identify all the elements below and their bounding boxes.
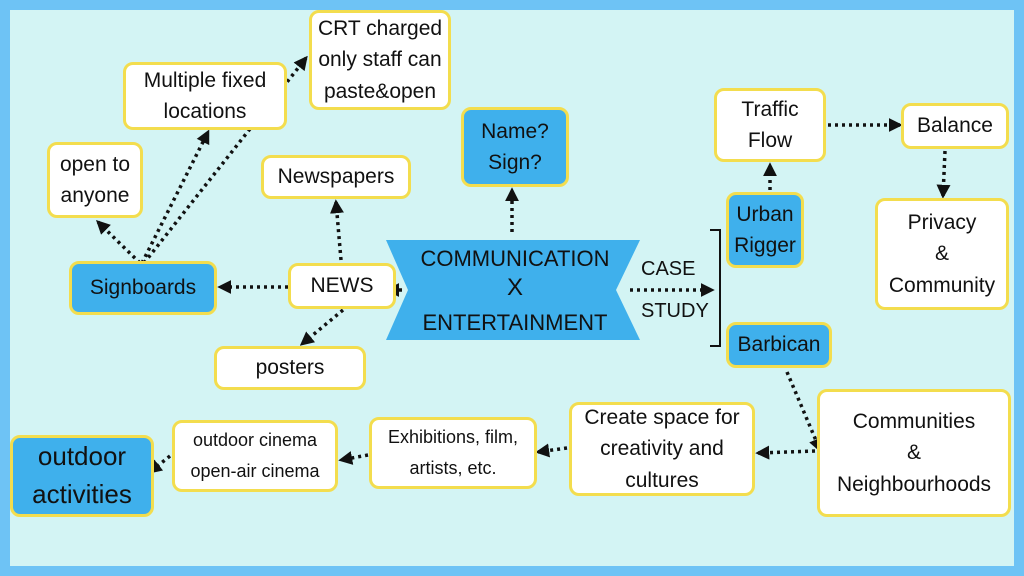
node-text-line: Rigger bbox=[734, 234, 796, 257]
node-text-line: Exhibitions, film, bbox=[387, 426, 519, 447]
node-text-line: Traffic bbox=[741, 97, 799, 121]
node-text-line: Privacy bbox=[907, 210, 977, 234]
node-crt-charged: CRT charged only staff can paste&open bbox=[309, 10, 451, 110]
node-text-line: Flow bbox=[747, 129, 793, 152]
arrow-exhibitions-to-cinema bbox=[338, 451, 369, 465]
node-text-line: Neighbourhoods bbox=[836, 472, 992, 496]
node-text-line: artists, etc. bbox=[409, 458, 497, 478]
arrow-barbican-to-communities bbox=[785, 371, 823, 453]
node-text-line: outdoor bbox=[37, 441, 127, 472]
arrow-news-to-posters bbox=[299, 308, 345, 346]
node-text-line: NEWS bbox=[310, 274, 374, 298]
node-text-line: open to bbox=[59, 152, 131, 176]
case-study-label-line1: CASE bbox=[641, 258, 696, 280]
node-text-line: Community bbox=[888, 273, 996, 297]
arrow-create-to-exhibitions bbox=[535, 443, 568, 458]
node-name-sign: Name? Sign? bbox=[461, 107, 569, 187]
node-privacy-community: Privacy & Community bbox=[875, 198, 1009, 310]
node-text-line: paste&open bbox=[323, 79, 437, 103]
node-balance: Balance bbox=[901, 103, 1009, 149]
node-create-space: Create space for creativity and cultures bbox=[569, 402, 755, 496]
node-text-line: posters bbox=[255, 356, 325, 380]
node-text-line: cultures bbox=[625, 468, 699, 492]
arrow-communities-to-create bbox=[755, 445, 816, 460]
node-text-line: activities bbox=[32, 479, 132, 509]
node-text-line: Multiple fixed bbox=[143, 68, 267, 92]
center-title-x: X bbox=[506, 274, 523, 301]
case-study-bracket bbox=[710, 229, 721, 347]
node-text-line: Signboards bbox=[89, 276, 197, 300]
arrow-news-to-newspapers bbox=[329, 199, 344, 261]
center-banner-shape bbox=[386, 240, 640, 340]
node-text-line: open-air cinema bbox=[190, 461, 320, 481]
node-text-line: creativity and bbox=[600, 437, 724, 461]
node-open-to-anyone: open to anyone bbox=[47, 142, 143, 218]
node-text-line: Barbican bbox=[737, 333, 821, 357]
node-outdoor-activities: outdoor activities bbox=[10, 435, 154, 517]
arrow-signboards-to-locations bbox=[140, 129, 210, 264]
node-multiple-fixed-locations: Multiple fixed locations bbox=[123, 62, 287, 130]
center-title-line1: COMMUNICATION bbox=[420, 246, 610, 271]
node-text-line: Newspapers bbox=[277, 165, 395, 189]
node-signboards: Signboards bbox=[69, 261, 217, 315]
node-outdoor-cinema: outdoor cinema open-air cinema bbox=[172, 420, 338, 492]
node-exhibitions: Exhibitions, film, artists, etc. bbox=[369, 417, 537, 489]
node-communities-neighbourhoods: Communities & Neighbourhoods bbox=[817, 389, 1011, 517]
node-text-line: & bbox=[906, 441, 921, 465]
case-study-label-line2: STUDY bbox=[641, 300, 709, 322]
node-text-line: Sign? bbox=[488, 151, 542, 174]
node-news: NEWS bbox=[288, 263, 396, 309]
arrow-signboards-to-open bbox=[95, 220, 142, 265]
node-text-line: Urban bbox=[736, 202, 794, 226]
node-text-line: anyone bbox=[60, 184, 130, 207]
node-posters: posters bbox=[214, 346, 366, 390]
node-barbican: Barbican bbox=[726, 322, 832, 368]
node-text-line: Balance bbox=[917, 114, 993, 138]
node-newspapers: Newspapers bbox=[261, 155, 411, 199]
center-title-line3: ENTERTAINMENT bbox=[422, 310, 608, 335]
node-text-line: Communities bbox=[852, 409, 976, 433]
node-text-line: outdoor cinema bbox=[192, 429, 318, 450]
node-text-line: locations bbox=[163, 100, 247, 123]
node-text-line: & bbox=[934, 242, 949, 266]
node-text-line: Create space for bbox=[584, 405, 740, 429]
arrow-balance-to-privacy bbox=[936, 150, 951, 199]
node-text-line: CRT charged bbox=[317, 16, 443, 40]
node-text-line: only staff can bbox=[318, 48, 442, 72]
node-text-line: Name? bbox=[481, 119, 549, 143]
mind-map-canvas: COMMUNICATION X ENTERTAINMENT CASE STUDY… bbox=[10, 10, 1014, 566]
